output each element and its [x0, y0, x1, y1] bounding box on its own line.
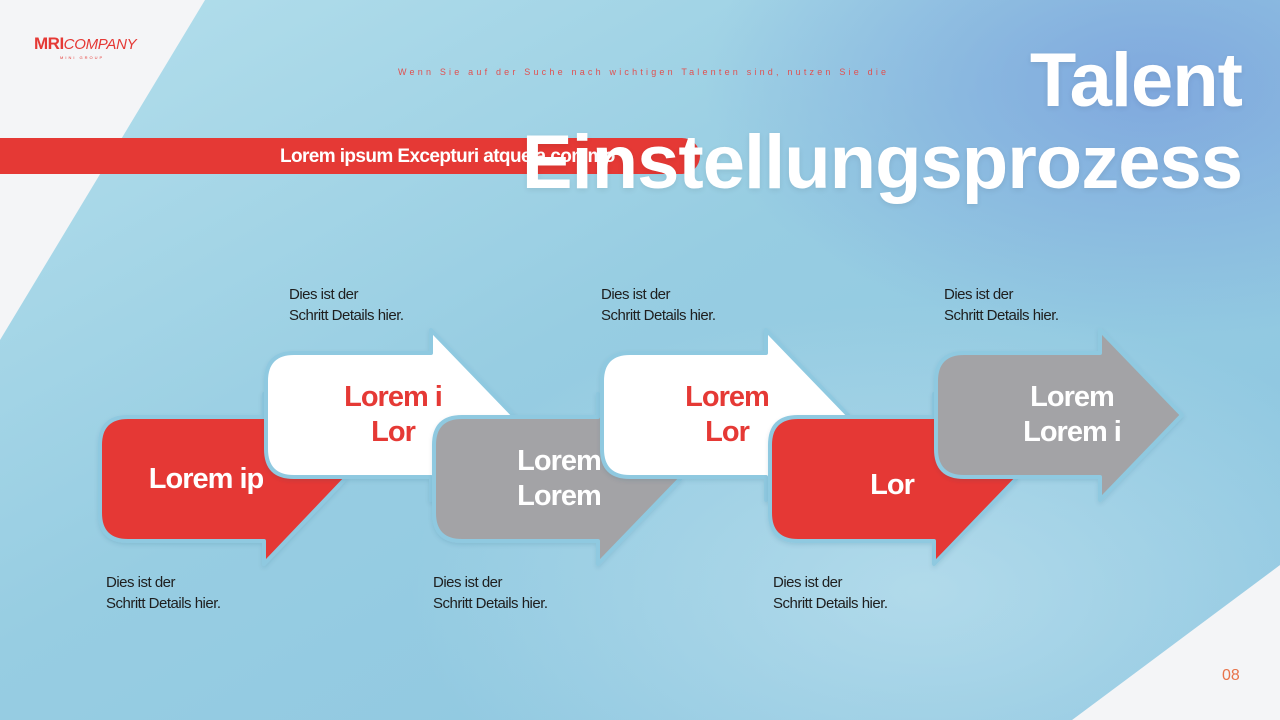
step-2-description-line-2: Schritt Details hier.: [289, 307, 404, 324]
step-3-description-line-1: Dies ist der: [433, 574, 503, 591]
step-3-description-line-2: Schritt Details hier.: [433, 595, 548, 612]
step-6-label-line-1: Lorem: [1030, 381, 1115, 413]
step-6-description-line-1: Dies ist der: [944, 286, 1014, 303]
step-2-label-line-1: Lorem i: [344, 381, 443, 413]
step-1-label: Lorem ip: [100, 417, 312, 541]
step-2-description-line-1: Dies ist der: [289, 286, 359, 303]
step-6-label-line-2: Lorem i: [1023, 416, 1122, 448]
step-6-description-line-2: Schritt Details hier.: [944, 307, 1059, 324]
step-5-description-line-1: Dies ist der: [773, 574, 843, 591]
step-6-label: Lorem Lorem i: [962, 353, 1182, 477]
step-3-label-line-1: Lorem: [517, 445, 602, 477]
step-3-label: Lorem Lorem: [448, 417, 670, 541]
step-4-description-line-1: Dies ist der: [601, 286, 671, 303]
step-1-description-line-2: Schritt Details hier.: [106, 595, 221, 612]
title-line-1: Talent: [1029, 38, 1243, 123]
step-1-description-line-1: Dies ist der: [106, 574, 176, 591]
step-4-label: Lorem Lor: [616, 353, 838, 477]
step-4-description: Dies ist der Schritt Details hier.: [601, 284, 716, 326]
step-1-description: Dies ist der Schritt Details hier.: [106, 572, 221, 614]
logo-mark: MRI: [34, 34, 64, 53]
step-3-description: Dies ist der Schritt Details hier.: [433, 572, 548, 614]
step-5-description: Dies ist der Schritt Details hier.: [773, 572, 888, 614]
step-1-label-text: Lorem ip: [148, 462, 264, 495]
step-6-arrow: [934, 328, 1184, 502]
banner-text: Lorem ipsum Excepturi atque a commo: [280, 146, 615, 167]
step-2-description: Dies ist der Schritt Details hier.: [289, 284, 404, 326]
title-line-2: Einstellungsprozess: [521, 120, 1243, 205]
tagline: Wenn Sie auf der Suche nach wichtigen Ta…: [398, 67, 890, 77]
logo-company-name: COMPANY: [63, 36, 137, 53]
step-3-label-line-2: Lorem: [517, 480, 602, 512]
step-6-description: Dies ist der Schritt Details hier.: [944, 284, 1059, 326]
step-4-label-line-1: Lorem: [685, 381, 770, 413]
step-5-label: Lor: [782, 420, 1002, 550]
step-2-label: Lorem i Lor: [282, 353, 504, 477]
logo-subtitle: MINI GROUP: [60, 55, 105, 60]
step-4-description-line-2: Schritt Details hier.: [601, 307, 716, 324]
company-logo: MRI COMPANY MINI GROUP: [34, 34, 137, 60]
page-title: Talent Einstellungsprozess: [521, 38, 1243, 205]
page-number: 08: [1222, 667, 1240, 684]
banner-bar: [0, 138, 700, 174]
step-4-label-line-2: Lor: [705, 416, 750, 448]
step-5-label-text: Lor: [870, 468, 915, 501]
step-5-description-line-2: Schritt Details hier.: [773, 595, 888, 612]
step-2-label-line-2: Lor: [371, 416, 416, 448]
